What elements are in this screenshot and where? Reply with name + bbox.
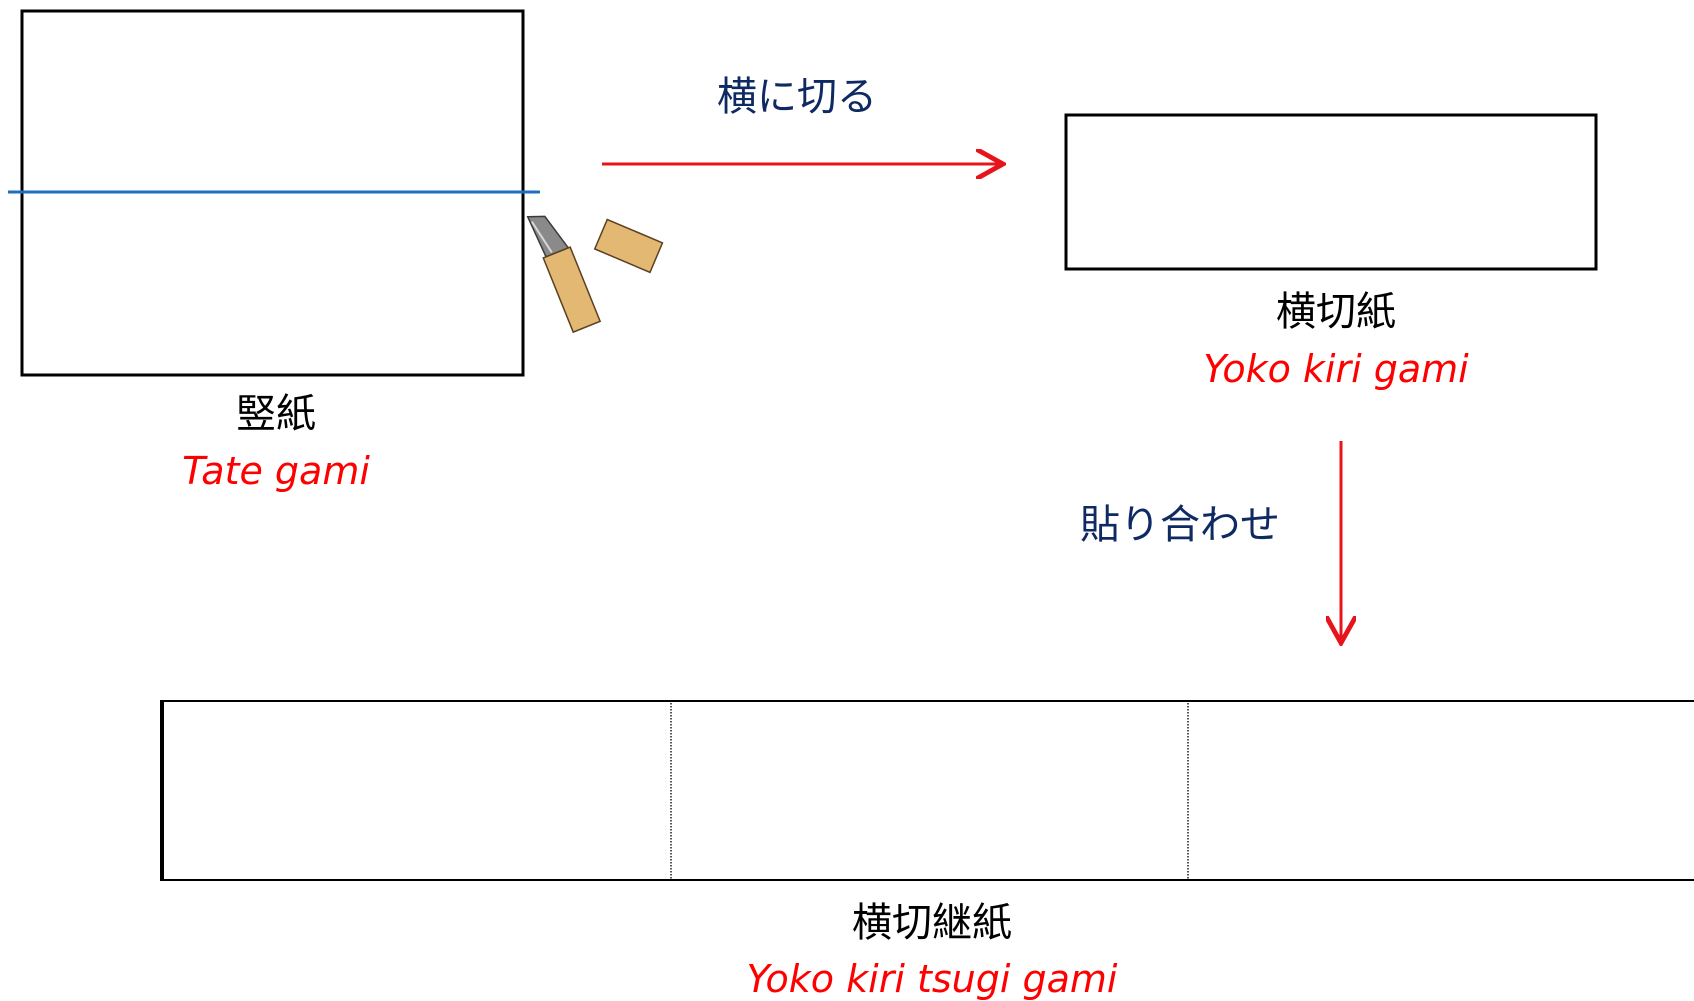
- cut-action-label: 横に切る: [717, 74, 877, 120]
- yoko-kiri-tsugi-gami-romaji: Yoko kiri tsugi gami: [746, 957, 1118, 1001]
- tate-gami-label: 竪紙: [236, 391, 316, 437]
- paste-action-label: 貼り合わせ: [1080, 502, 1280, 548]
- yoko-kiri-gami-romaji: Yoko kiri gami: [1203, 347, 1469, 391]
- cutting-knife-icon: [526, 215, 664, 334]
- yoko-kiri-tsugi-gami-label: 横切継紙: [852, 900, 1012, 946]
- tate-gami-romaji: Tate gami: [182, 449, 370, 493]
- yoko-kiri-gami-label: 横切紙: [1276, 289, 1396, 335]
- yoko-kiri-tsugi-gami-strip: [160, 700, 1694, 881]
- yoko-kiri-gami-sheet: [1064, 113, 1598, 271]
